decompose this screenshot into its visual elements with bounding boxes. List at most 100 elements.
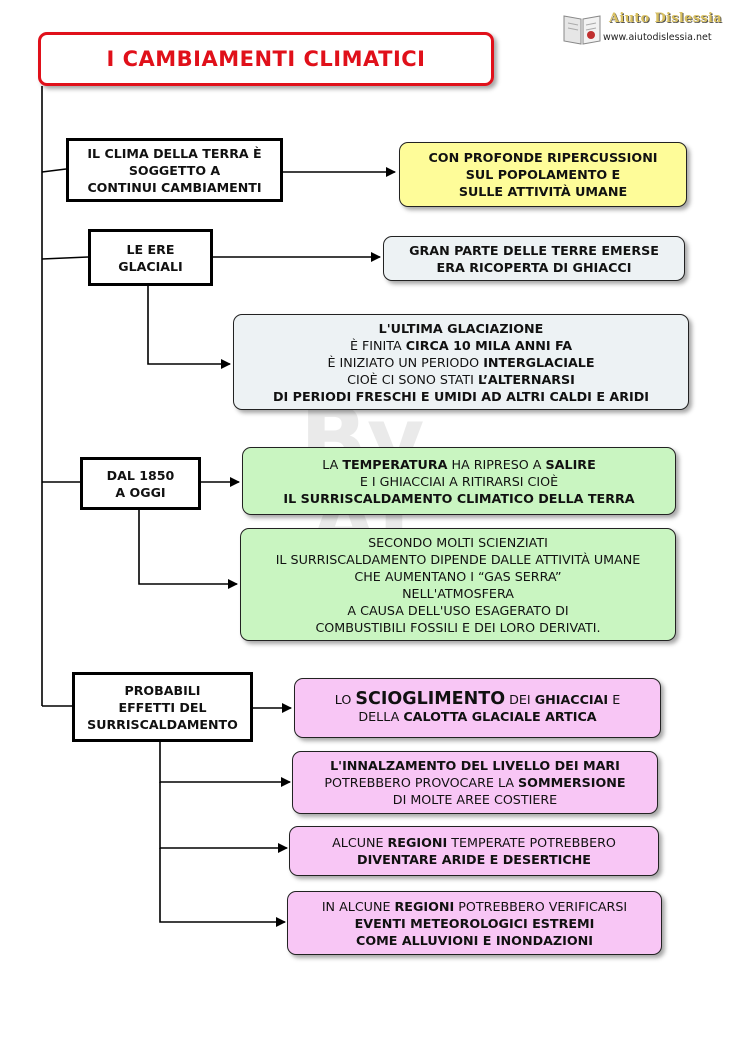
node-text-line: L'INNALZAMENTO DEL LIVELLO DEI MARI — [330, 757, 620, 774]
node-text-segment: SALIRE — [545, 456, 596, 472]
node-text-segment: DELLA — [358, 709, 404, 724]
node-text-line: LE ERE — [127, 241, 175, 258]
node-text-segment: E — [608, 692, 621, 707]
node-text-segment: PROBABILI — [124, 682, 201, 698]
node-text-line: DAL 1850 — [107, 467, 175, 484]
node-text-segment: GRAN PARTE DELLE TERRE EMERSE — [409, 242, 659, 258]
node-text-segment: LA — [322, 456, 343, 472]
node-text-segment: TEMPERATE POTREBBERO — [447, 835, 616, 850]
node-text-segment: CALOTTA GLACIALE ARTICA — [403, 709, 597, 724]
node-text-line: IL SURRISCALDAMENTO CLIMATICO DELLA TERR… — [283, 490, 634, 507]
node-text-line: CON PROFONDE RIPERCUSSIONI — [428, 149, 657, 166]
node-text-line: È FINITA CIRCA 10 MILA ANNI FA — [350, 337, 572, 354]
node-text-segment: CON PROFONDE RIPERCUSSIONI — [428, 150, 658, 165]
node-text-line: SULLE ATTIVITÀ UMANE — [459, 183, 627, 200]
node-text-line: È INIZIATO UN PERIODO INTERGLACIALE — [327, 354, 594, 371]
node-text-segment: GLACIALI — [118, 258, 183, 274]
edge-k4-r7 — [159, 742, 291, 787]
node-text-segment: CIOÈ CI SONO STATI — [347, 371, 478, 387]
node-text-line: SOGGETTO A — [129, 162, 220, 179]
node-text-segment: CHE AUMENTANO I “GAS SERRA” — [354, 568, 562, 584]
node-text-segment: È INIZIATO UN PERIODO — [327, 354, 484, 370]
node-text-segment: IL SURRISCALDAMENTO DIPENDE DALLE ATTIVI… — [275, 551, 641, 567]
node-text-segment: DEI — [505, 692, 535, 707]
node-text-line: CONTINUI CAMBIAMENTI — [87, 179, 261, 196]
node-text-line: A OGGI — [115, 484, 165, 501]
node-text-segment: POTREBBERO PROVOCARE LA — [324, 775, 519, 790]
edge-title-k1 — [41, 168, 67, 173]
node-text-line: SUL POPOLAMENTO E — [466, 166, 620, 183]
node-text-line: IL CLIMA DELLA TERRA È — [87, 145, 261, 162]
node-text-line: DELLA CALOTTA GLACIALE ARTICA — [358, 708, 596, 725]
logo — [560, 8, 712, 48]
node-text-segment: HA RIPRESO A — [447, 456, 546, 472]
node-text-line: COME ALLUVIONI E INONDAZIONI — [356, 932, 593, 949]
node-text-segment: L'INNALZAMENTO DEL LIVELLO DEI MARI — [330, 758, 620, 773]
node-text-line: SURRISCALDAMENTO — [87, 716, 238, 733]
node-text-line: PROBABILI — [125, 682, 201, 699]
node-text-segment: È FINITA — [349, 337, 406, 353]
node-text-segment: POTREBBERO VERIFICARSI — [454, 898, 628, 914]
node-text-segment: LE ERE — [126, 241, 175, 257]
node-text-segment: EFFETTI DEL — [118, 699, 207, 715]
node-text-line: DI PERIODI FRESCHI E UMIDI AD ALTRI CALD… — [273, 388, 649, 405]
node-text-segment: EVENTI METEOROLOGICI ESTREMI — [354, 915, 595, 931]
node-text-line: DI MOLTE AREE COSTIERE — [393, 791, 557, 808]
edge-title-k2 — [41, 256, 89, 260]
node-text-segment: DAL 1850 — [106, 467, 175, 483]
edge-k2-r3 — [147, 286, 231, 369]
node-text-line: CHE AUMENTANO I “GAS SERRA” — [354, 568, 561, 585]
node-text-segment: SOMMERSIONE — [518, 775, 626, 790]
node-text-line: IL SURRISCALDAMENTO DIPENDE DALLE ATTIVI… — [276, 551, 641, 568]
book-icon — [563, 15, 601, 45]
node-text-line: IN ALCUNE REGIONI POTREBBERO VERIFICARSI — [322, 898, 627, 915]
node-text-line: ERA RICOPERTA DI GHIACCI — [437, 259, 632, 276]
node-text-segment: REGIONI — [394, 898, 455, 914]
logo-url: www.aiutodislessia.net — [603, 32, 712, 43]
node-text-line: E I GHIACCIAI A RITIRARSI CIOÈ — [360, 473, 558, 490]
node-text-segment: E I GHIACCIAI A RITIRARSI CIOÈ — [359, 473, 559, 489]
node-text-segment: CIRCA 10 MILA ANNI FA — [405, 337, 573, 353]
node-text-line: CIOÈ CI SONO STATI L’ALTERNARSI — [347, 371, 575, 388]
node-text-line: COMBUSTIBILI FOSSILI E DEI LORO DERIVATI… — [315, 619, 600, 636]
node-text-segment: CONTINUI CAMBIAMENTI — [87, 179, 262, 195]
node-text-segment: LO — [334, 692, 356, 707]
node-text-segment: A CAUSA DELL'USO ESAGERATO DI — [347, 602, 569, 618]
node-text-line: GLACIALI — [118, 258, 183, 275]
node-text-segment: IL CLIMA DELLA TERRA È — [87, 145, 262, 161]
node-text-segment: IL SURRISCALDAMENTO CLIMATICO DELLA TERR… — [283, 490, 635, 506]
node-text-segment: DI MOLTE AREE COSTIERE — [392, 792, 558, 807]
node-text-line: SECONDO MOLTI SCIENZIATI — [368, 534, 548, 551]
node-text-line: EVENTI METEOROLOGICI ESTREMI — [355, 915, 595, 932]
node-text-segment: SURRISCALDAMENTO — [87, 716, 238, 732]
node-text-segment: L’ALTERNARSI — [477, 371, 575, 387]
node-text-line: POTREBBERO PROVOCARE LA SOMMERSIONE — [324, 774, 625, 791]
node-text-segment: TEMPERATURA — [342, 456, 448, 472]
node-text-segment: SCIOGLIMENTO — [355, 689, 506, 709]
node-text-segment: REGIONI — [387, 835, 448, 850]
node-text-line: DIVENTARE ARIDE E DESERTICHE — [357, 851, 591, 868]
node-text-line: NELL'ATMOSFERA — [402, 585, 514, 602]
node-text-line: LO SCIOGLIMENTO DEI GHIACCIAI E — [334, 689, 621, 709]
node-text-segment: IN ALCUNE — [321, 898, 395, 914]
edge-k4-r8 — [159, 782, 288, 853]
node-text-segment: ERA RICOPERTA DI GHIACCI — [436, 259, 632, 275]
node-text-segment: SULLE ATTIVITÀ UMANE — [458, 184, 628, 199]
node-text-segment: COME ALLUVIONI E INONDAZIONI — [356, 932, 593, 948]
node-eventi-estremi: IN ALCUNE REGIONI POTREBBERO VERIFICARSI… — [287, 891, 662, 955]
node-text-segment: ALCUNE — [332, 835, 388, 850]
node-text-line: ALCUNE REGIONI TEMPERATE POTREBBERO — [332, 834, 616, 851]
node-text-line: EFFETTI DEL — [118, 699, 206, 716]
